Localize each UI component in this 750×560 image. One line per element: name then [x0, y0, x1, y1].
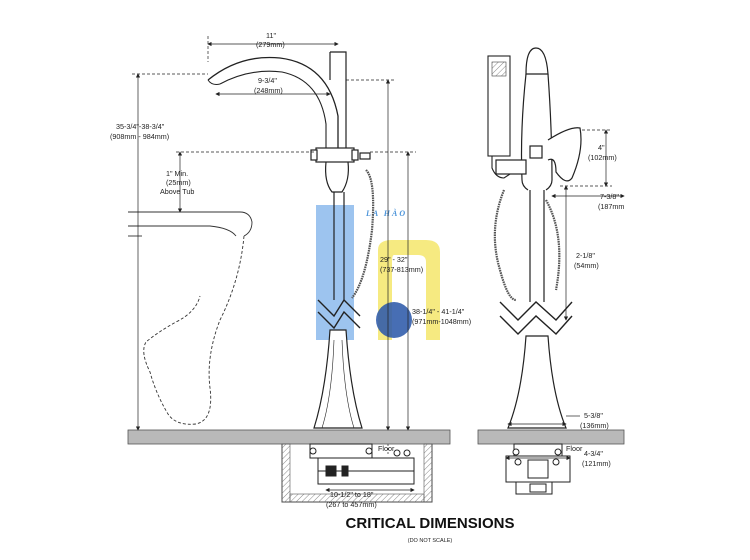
watermark-blue-bar	[316, 205, 354, 340]
front-subfloor-box	[281, 443, 433, 503]
dim-5-3-8-mm: (136mm)	[580, 421, 609, 430]
side-dimension-labels: 4" (102mm) 7-3/8" (187mm 2-1/8" (54mm) 5…	[566, 143, 624, 468]
dim-above-tub-2: (25mm)	[166, 178, 191, 187]
front-view	[127, 36, 451, 503]
side-hose	[493, 189, 517, 302]
dim-top-width-mm: (279mm)	[256, 40, 285, 49]
dim-spout-reach: 9-3/4"	[258, 76, 277, 85]
dim-handle-height-mm: (971mm-1048mm)	[412, 317, 471, 326]
front-tub-outline	[128, 211, 253, 425]
side-floor-label: Floor	[566, 444, 583, 453]
dim-rough-in-mm: (267 to 457mm)	[326, 500, 377, 509]
dim-4-3-4-mm: (121mm)	[582, 459, 611, 468]
side-view	[477, 47, 625, 495]
dim-2-1-8: 2-1/8"	[576, 251, 595, 260]
page-title: CRITICAL DIMENSIONS	[346, 515, 515, 532]
front-dimension-labels: 11" (279mm) 9-3/4" (248mm) 35-3/4"-38-3/…	[110, 31, 471, 509]
dim-spout-height: 29" - 32"	[380, 255, 408, 264]
side-dimension-lines	[505, 129, 625, 461]
front-spout	[207, 56, 339, 148]
dim-7-3-8-mm: (187mm	[598, 202, 624, 211]
watermark-logo: LA HÀO	[316, 205, 440, 340]
page-subtitle: (DO NOT SCALE)	[408, 538, 453, 544]
watermark-navy-dot	[376, 302, 412, 338]
dim-rough-in: 10-1/2" to 18"	[330, 490, 374, 499]
dim-overall-height: 35-3/4"-38-3/4"	[116, 122, 165, 131]
dim-top-width: 11"	[266, 31, 276, 40]
dim-spout-reach-mm: (248mm)	[254, 86, 283, 95]
dim-2-1-8-mm: (54mm)	[574, 261, 599, 270]
dim-handle-4-mm: (102mm)	[588, 153, 617, 162]
side-hand-shower	[487, 55, 511, 179]
dim-spout-height-mm: (737-813mm)	[380, 265, 423, 274]
front-floor-slab	[127, 429, 451, 445]
dim-handle-4: 4"	[598, 143, 605, 152]
dim-4-3-4: 4-3/4"	[584, 449, 603, 458]
dim-overall-height-mm: (908mm - 984mm)	[110, 132, 169, 141]
dim-handle-height: 38-1/4" - 41-1/4"	[412, 307, 465, 316]
side-hose-right	[545, 199, 561, 291]
dim-above-tub-1: 1" Min.	[166, 169, 188, 178]
dim-above-tub-3: Above Tub	[160, 187, 194, 196]
front-faucet-body	[310, 51, 371, 429]
front-hose	[351, 169, 375, 299]
front-dimension-lines	[132, 36, 416, 493]
dim-5-3-8: 5-3/8"	[584, 411, 603, 420]
side-faucet-body	[495, 47, 582, 429]
side-valve-assembly	[505, 443, 571, 495]
front-floor-label: Floor	[378, 444, 395, 453]
dim-7-3-8: 7-3/8"	[600, 192, 619, 201]
side-floor-slab	[477, 429, 625, 445]
watermark-text: LA HÀO	[365, 208, 407, 218]
